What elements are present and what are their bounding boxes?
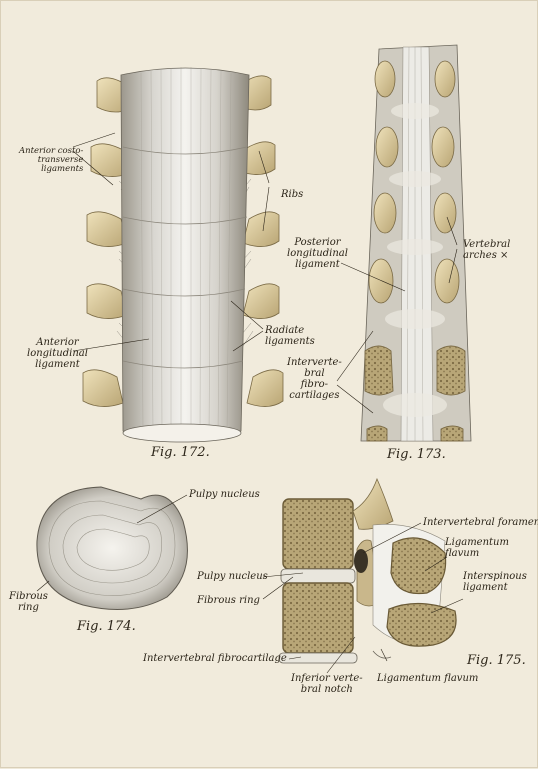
- label-line: Posterior: [294, 237, 341, 248]
- label-line: Fibrous: [9, 591, 48, 602]
- label-anterior-longitudinal: Anterior longitudinal ligament: [27, 337, 88, 370]
- label-line: Radiate: [265, 325, 305, 336]
- label-inferior-notch: Inferior verte- bral notch: [291, 673, 363, 695]
- label-line: Interverte-: [287, 357, 342, 368]
- label-line: ring: [18, 602, 39, 613]
- label-line: longitudinal: [287, 248, 348, 259]
- label-fibrous-ring-174: Fibrous ring: [9, 591, 48, 613]
- caption-fig173: Fig. 173.: [387, 447, 446, 462]
- label-line: flavum: [445, 548, 480, 559]
- label-line: Ligamentum: [445, 537, 509, 548]
- fig173-drawing: [360, 44, 472, 442]
- label-anterior-costotransverse: Anterior costo- transverse ligaments: [19, 147, 83, 174]
- label-vertebral-arches: Vertebral arches ×: [463, 239, 510, 261]
- label-pulpy-nucleus-175: Pulpy nucleus: [197, 571, 268, 582]
- label-line: longitudinal: [27, 348, 88, 359]
- label-ribs: Ribs: [281, 189, 304, 200]
- label-line: Interspinous: [463, 571, 527, 582]
- label-line: ligament: [295, 259, 340, 270]
- caption-fig174: Fig. 174.: [77, 619, 136, 634]
- label-ligamentum-flavum-bottom: Ligamentum flavum: [377, 673, 479, 684]
- label-line: bral notch: [300, 684, 353, 695]
- label-line: ligaments: [265, 336, 315, 347]
- label-line: ligament: [463, 582, 508, 593]
- label-interspinous: Interspinous ligament: [463, 571, 527, 593]
- label-radiate: Radiate ligaments: [265, 325, 315, 347]
- label-pulpy-nucleus-174: Pulpy nucleus: [189, 489, 260, 500]
- caption-fig175: Fig. 175.: [467, 653, 526, 668]
- caption-fig172: Fig. 172.: [151, 445, 210, 460]
- label-line: Anterior costo-: [19, 146, 84, 156]
- label-fibrous-ring-175: Fibrous ring: [197, 595, 260, 606]
- label-line: transverse: [37, 155, 84, 165]
- label-line: fibro-: [300, 379, 329, 390]
- label-line: ligaments: [41, 164, 84, 174]
- label-line: Vertebral: [463, 239, 511, 250]
- label-posterior-longitudinal: Posterior longitudinal ligament: [287, 237, 348, 270]
- label-intervertebral-foramen: Intervertebral foramen: [423, 517, 538, 528]
- label-line: Inferior verte-: [291, 673, 363, 684]
- fig174-drawing: [36, 486, 188, 610]
- fig175-drawing: [278, 477, 457, 664]
- label-line: cartilages: [289, 390, 340, 401]
- label-ligamentum-flavum-top: Ligamentum flavum: [445, 537, 509, 559]
- label-intervertebral-fibrocartilages: Interverte- bral fibro- cartilages: [287, 357, 342, 401]
- label-line: bral: [304, 368, 325, 379]
- fig172-drawing: [82, 67, 284, 443]
- label-intervertebral-fibrocartilage: Intervertebral fibrocartilage: [143, 653, 287, 664]
- label-line: arches ×: [463, 250, 509, 261]
- label-line: Anterior: [36, 337, 79, 348]
- label-line: ligament: [35, 359, 80, 370]
- leader-lines: [36, 132, 464, 674]
